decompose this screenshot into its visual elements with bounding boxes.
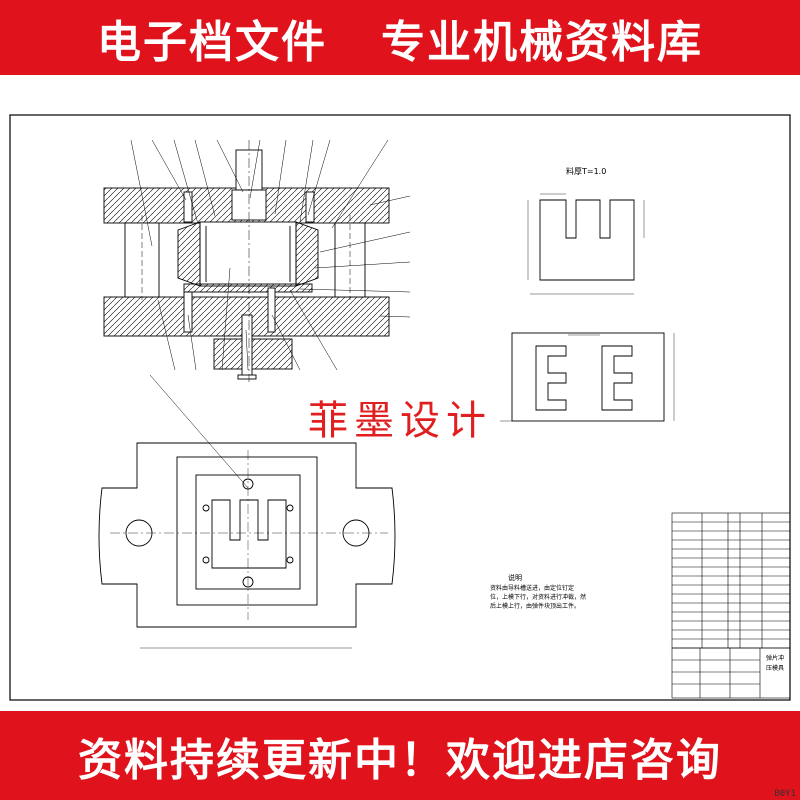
part-outline-view (527, 193, 645, 295)
drawing-frame (9, 114, 791, 701)
part-number-leaders (130, 139, 411, 371)
parts-list-table (671, 512, 791, 649)
notes-line-1: 资料由导料槽送进，由定位钉定 (490, 584, 574, 592)
notes-line-2: 位，上模下行，对资料进行冲裁，然 (490, 593, 586, 601)
bottom-banner: 资料持续更新中！欢迎进店咨询 (0, 711, 800, 800)
header-right-text: 专业机械资料库 (381, 16, 703, 68)
notes-title: 说明 (508, 573, 522, 582)
top-banner: 电子档文件 专业机械资料库 (0, 0, 800, 75)
title-block (671, 647, 791, 699)
engineering-drawing: 料厚T=1.0 说明 资料由导料槽送进，由定位钉定 位，上模下行，对资料进行冲裁… (9, 114, 791, 701)
header-left-text: 电子档文件 (97, 16, 327, 68)
title-block-name-2: 压模具 (766, 664, 784, 672)
title-block-name-1: 弹片冲 (766, 654, 784, 662)
watermark-text: 菲墨设计 (308, 398, 492, 444)
technical-notes: 说明 资料由导料槽送进，由定位钉定 位，上模下行，对资料进行冲裁，然 后上模上行… (490, 573, 586, 610)
die-plan-view (98, 442, 396, 649)
die-section-view (103, 140, 390, 382)
material-thickness-label: 料厚T=1.0 (566, 166, 606, 176)
notes-line-3: 后上模上行，由弹件块顶出工件。 (490, 602, 580, 610)
footer-text: 资料持续更新中！欢迎进店咨询 (78, 734, 722, 786)
plan-leader (149, 374, 249, 489)
strip-layout-view (500, 332, 675, 422)
corner-code: B0Y1 (774, 789, 796, 799)
